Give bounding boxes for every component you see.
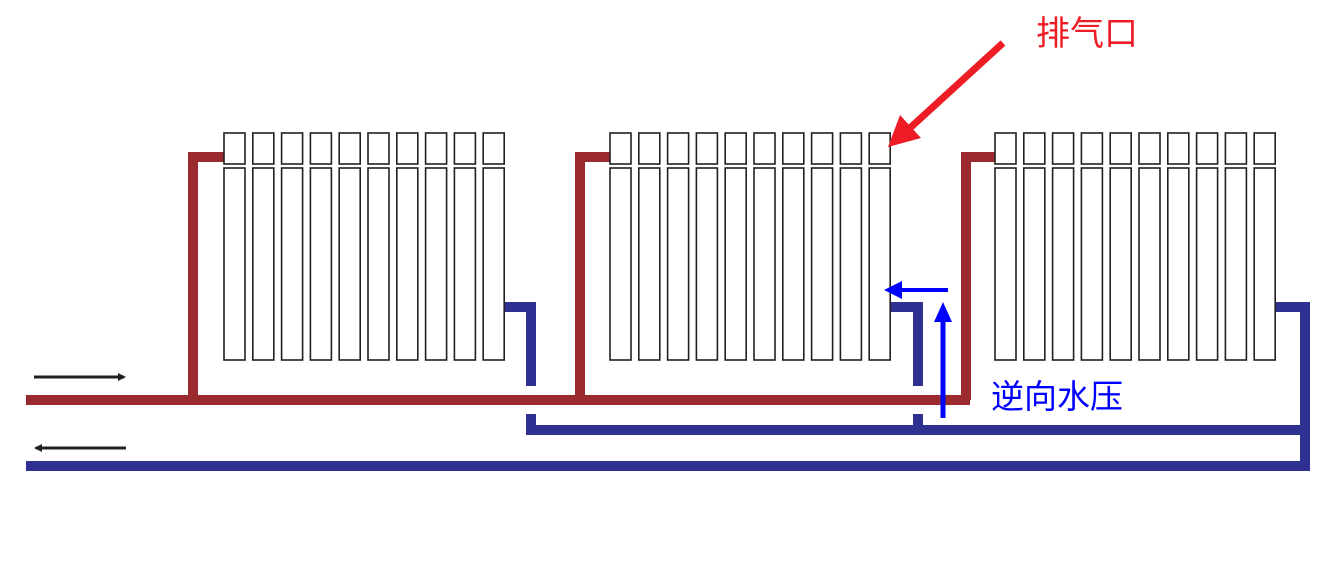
- radiator-fin: [223, 167, 246, 361]
- radiator-fin-top: [1224, 132, 1248, 165]
- radiator-3: [994, 132, 1276, 361]
- radiator-fin-top: [453, 132, 477, 165]
- radiator-fin-top: [252, 132, 275, 165]
- radiator-fin-top: [482, 132, 506, 165]
- radiator-fin: [637, 167, 661, 361]
- radiator-fin: [338, 167, 362, 361]
- vent-label: 排气口: [1036, 14, 1138, 54]
- radiator-fin-top: [367, 132, 390, 165]
- radiator-fin: [482, 167, 506, 361]
- radiator-fin: [753, 167, 776, 361]
- radiator-fin-top: [753, 132, 776, 165]
- radiator-fin-top: [424, 132, 448, 165]
- radiator-fin-top: [1022, 132, 1046, 165]
- radiator-fin: [868, 167, 892, 361]
- radiator-fin: [1253, 167, 1276, 361]
- radiator-fin-top: [695, 132, 719, 165]
- reverse-pressure-arrows: [884, 281, 952, 418]
- radiator-fin: [252, 167, 275, 361]
- supply-pipe: [26, 152, 997, 405]
- radiator-fin: [395, 167, 419, 361]
- radiator-fin-top: [839, 132, 863, 165]
- radiator-fin-top: [1138, 132, 1161, 165]
- radiator-1: [223, 132, 506, 361]
- radiator-fin: [839, 167, 863, 361]
- radiator-fin-top: [223, 132, 246, 165]
- radiator-fin-top: [609, 132, 632, 165]
- radiator-fin-top: [1109, 132, 1132, 165]
- radiator-fin-top: [1080, 132, 1104, 165]
- radiator-fin-top: [666, 132, 690, 165]
- radiator-fin-top: [994, 132, 1017, 165]
- return-pipe: [26, 302, 1310, 471]
- radiator-fin: [724, 167, 748, 361]
- radiator-fin: [424, 167, 448, 361]
- radiator-fin: [1051, 167, 1075, 361]
- radiator-fin: [1109, 167, 1132, 361]
- radiator-fin-top: [637, 132, 661, 165]
- radiator-fin: [280, 167, 304, 361]
- radiator-2: [609, 132, 892, 361]
- radiator-fin: [1080, 167, 1104, 361]
- radiator-fin: [810, 167, 834, 361]
- radiator-fin-top: [1167, 132, 1190, 165]
- vent-arrow: [888, 40, 1006, 147]
- radiator-fin-top: [395, 132, 419, 165]
- radiator-fin: [453, 167, 477, 361]
- radiator-fin-top: [338, 132, 362, 165]
- radiator-fin: [367, 167, 390, 361]
- radiator-fin: [1167, 167, 1190, 361]
- radiator-fin: [695, 167, 719, 361]
- radiator-fin: [994, 167, 1017, 361]
- radiator-fin: [781, 167, 805, 361]
- radiator-fin-top: [868, 132, 892, 165]
- radiator-fin-top: [781, 132, 805, 165]
- radiator-fin: [1138, 167, 1161, 361]
- radiator-fin: [1022, 167, 1046, 361]
- reverse-pressure-label: 逆向水压: [991, 377, 1123, 416]
- radiator-fin-top: [1195, 132, 1219, 165]
- radiator-fin: [666, 167, 690, 361]
- radiator-fin-top: [724, 132, 748, 165]
- radiators: [223, 132, 1276, 361]
- radiator-fin-top: [309, 132, 333, 165]
- radiator-fin-top: [1253, 132, 1276, 165]
- radiator-fin-top: [810, 132, 834, 165]
- radiator-fin: [309, 167, 333, 361]
- radiator-fin-top: [280, 132, 304, 165]
- radiator-fin: [609, 167, 632, 361]
- radiator-fin: [1224, 167, 1248, 361]
- radiator-fin-top: [1051, 132, 1075, 165]
- radiator-fin: [1195, 167, 1219, 361]
